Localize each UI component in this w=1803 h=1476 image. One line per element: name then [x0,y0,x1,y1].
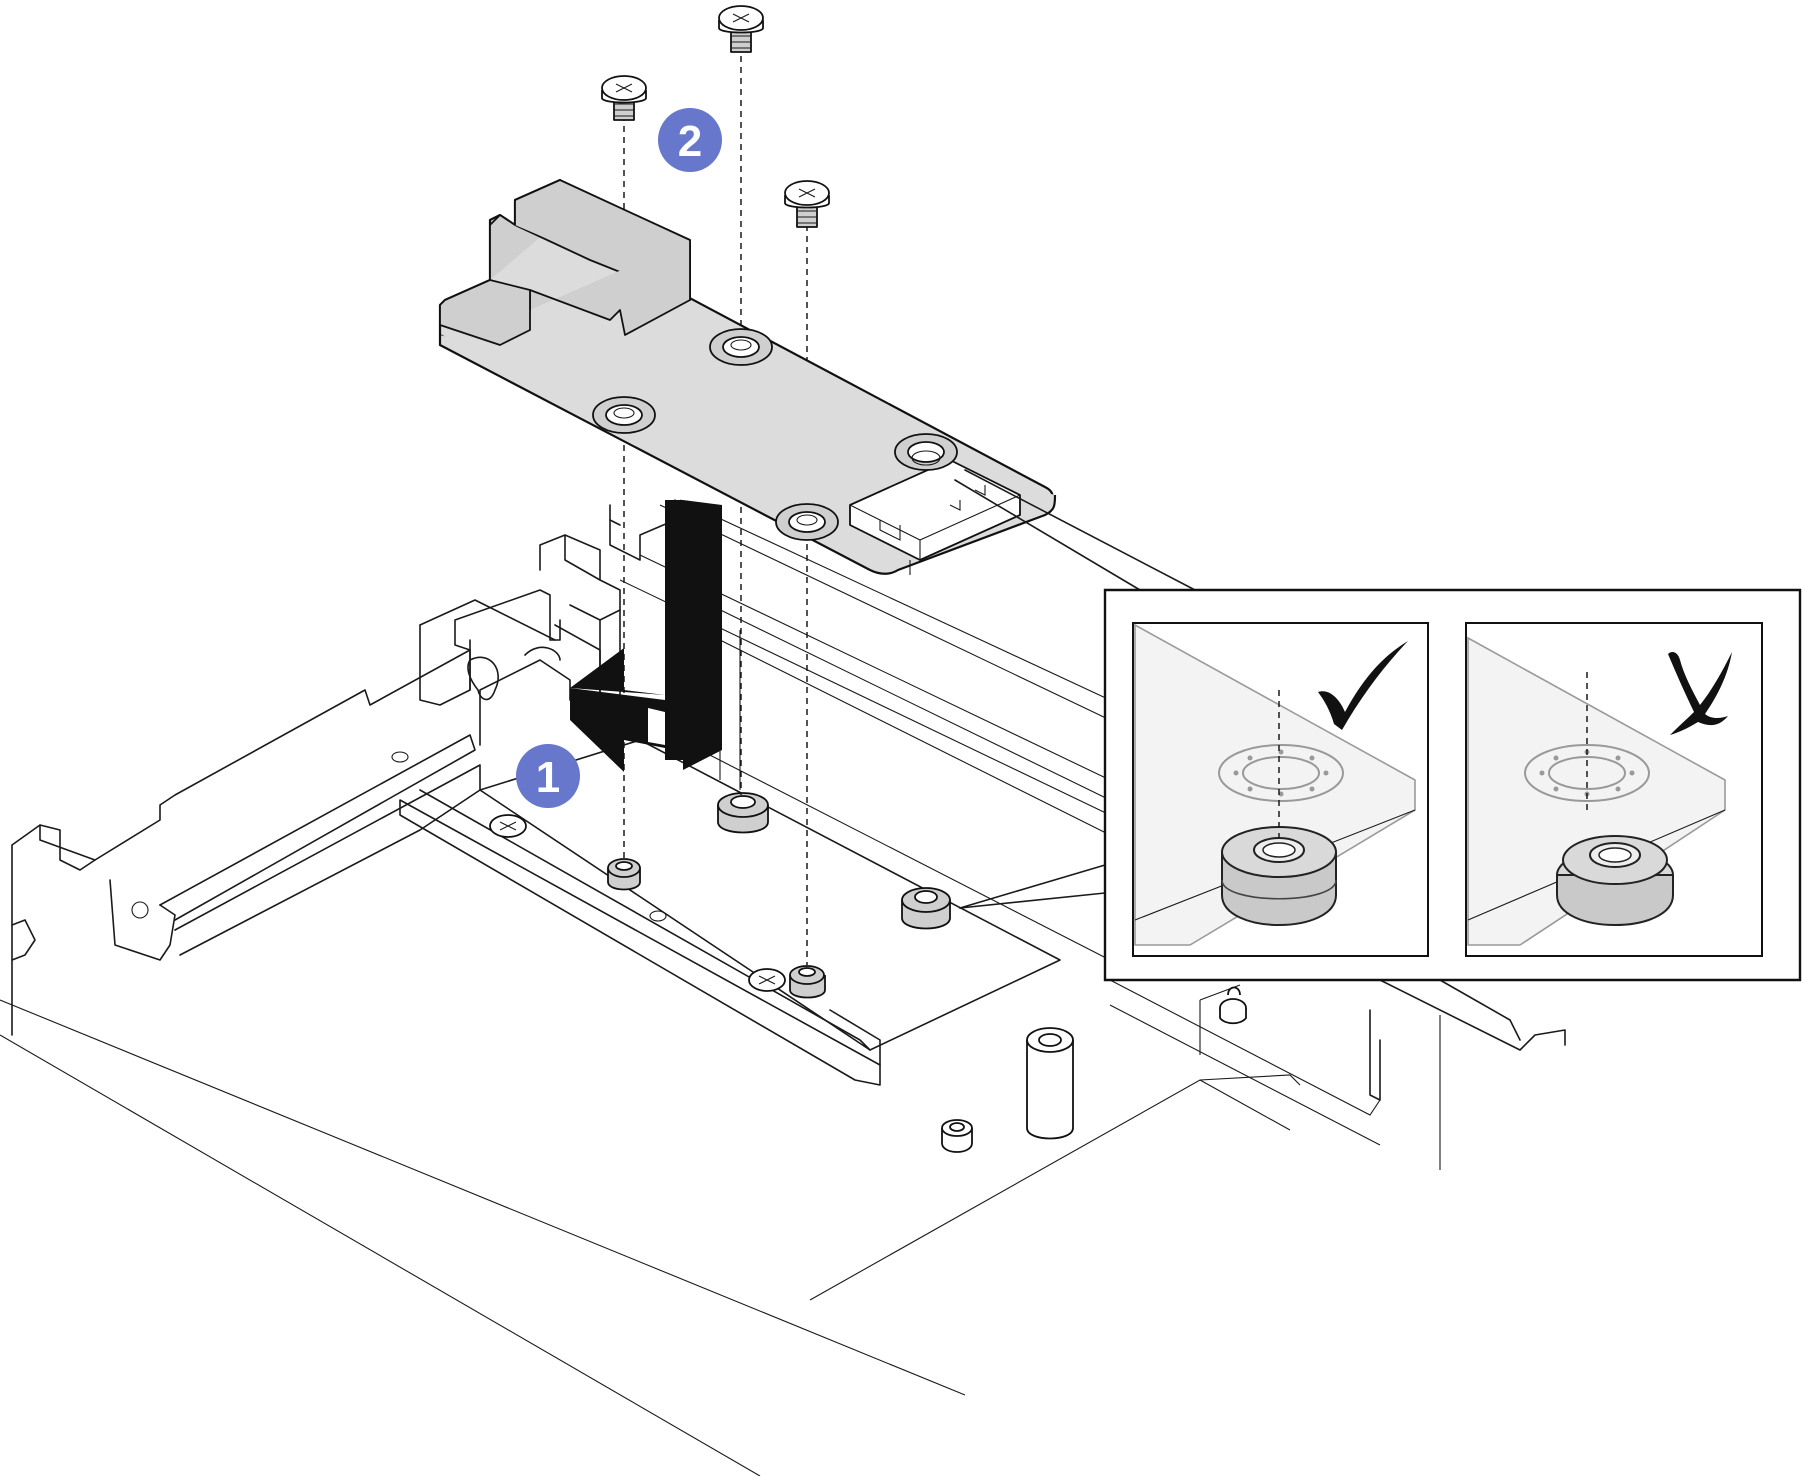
cross-mark-icon [1668,652,1732,735]
insertion-arrow [570,500,722,772]
standoff-right [1219,986,1247,1025]
step-number-2: 2 [678,117,702,166]
step-badge-1: 1 [516,744,580,808]
incorrect-example [1465,622,1763,957]
board-hole-standoff [894,433,958,471]
chassis [0,499,1566,1476]
callout-pointers [954,469,1196,909]
standoff-tall [1026,1027,1074,1140]
standoff-small [941,1119,973,1153]
rail-screw-left [489,814,527,838]
step-number-1: 1 [536,753,560,802]
board-hole-right [775,503,839,541]
rail-screw-right [748,968,786,992]
callout-panel [1103,588,1802,982]
riser-board [438,178,1057,575]
board-hole-left [592,396,656,434]
screw-2 [718,5,764,53]
board-standoffs [607,792,951,999]
checkmark-icon [1318,641,1408,730]
board-hole-mid [709,328,773,366]
board-connector [849,459,1021,575]
screw-3 [784,180,830,228]
correct-example [1132,622,1429,957]
step-badge-2: 2 [658,108,722,172]
screw-1 [601,75,647,121]
